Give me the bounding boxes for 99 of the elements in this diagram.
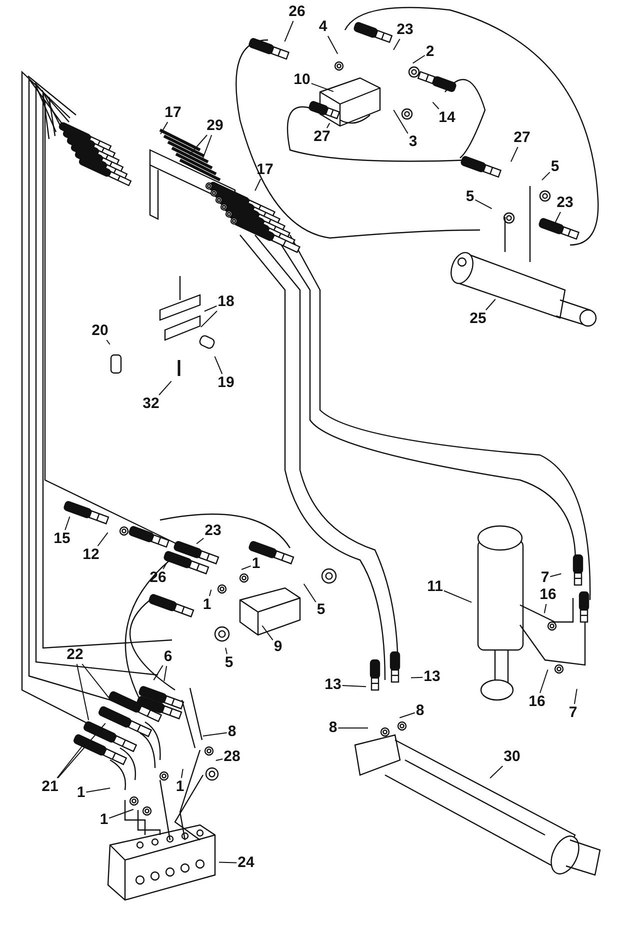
leader-line xyxy=(342,684,366,688)
callout-number: 26 xyxy=(288,4,306,20)
leader-line xyxy=(432,102,440,110)
callout-number: 29 xyxy=(206,118,224,134)
leader-line xyxy=(544,604,547,614)
leader-line xyxy=(160,122,168,134)
leader-line xyxy=(541,172,550,181)
leader-line xyxy=(76,664,90,721)
leader-line xyxy=(56,745,84,778)
callout-number: 13 xyxy=(324,677,342,693)
callout-number: 5 xyxy=(224,655,234,671)
callout-number: 5 xyxy=(316,602,326,618)
callout-number: 16 xyxy=(528,694,546,710)
leader-line xyxy=(108,808,134,819)
leader-line xyxy=(225,647,228,654)
callout-number: 32 xyxy=(142,396,160,412)
callout-number: 27 xyxy=(514,130,530,146)
callout-number: 1 xyxy=(202,597,212,613)
callout-number: 23 xyxy=(556,195,574,211)
leader-line xyxy=(327,36,338,54)
leader-line xyxy=(202,732,228,737)
leader-line xyxy=(284,20,294,42)
leader-line xyxy=(153,664,164,681)
callout-number: 2 xyxy=(426,44,434,60)
callout-number: 30 xyxy=(504,749,520,765)
leader-line xyxy=(393,110,408,134)
leader-line xyxy=(86,788,111,793)
leader-line xyxy=(485,298,496,310)
callout-number: 16 xyxy=(540,587,556,603)
callout-number: 1 xyxy=(76,785,86,801)
leader-line xyxy=(196,538,204,544)
callout-number: 12 xyxy=(82,547,100,563)
callout-number: 17 xyxy=(256,162,274,178)
callout-number: 5 xyxy=(466,189,474,205)
callout-number: 24 xyxy=(238,855,254,871)
leader-line xyxy=(412,54,426,64)
leader-line xyxy=(180,768,184,778)
callout-number: 8 xyxy=(416,703,424,719)
callout-number: 15 xyxy=(54,531,70,547)
callout-number: 1 xyxy=(176,779,184,795)
callout-number: 25 xyxy=(470,311,486,327)
leader-line xyxy=(200,310,218,328)
callout-number: 22 xyxy=(66,647,84,663)
callout-number: 7 xyxy=(540,570,550,586)
leader-line xyxy=(57,722,106,778)
leader-line xyxy=(510,146,518,162)
leader-line xyxy=(218,862,238,864)
callout-number: 5 xyxy=(550,159,560,175)
leader-line xyxy=(189,134,208,156)
leader-line xyxy=(214,356,223,374)
leader-line xyxy=(204,306,218,312)
leader-line xyxy=(164,666,168,682)
leader-line xyxy=(393,38,400,50)
callout-number: 21 xyxy=(42,779,58,795)
callout-number: 3 xyxy=(408,134,418,150)
callout-number: 9 xyxy=(274,639,282,655)
callout-number: 20 xyxy=(92,323,108,339)
callout-number: 1 xyxy=(100,812,108,828)
callout-number: 7 xyxy=(568,705,578,721)
leader-line xyxy=(410,676,424,678)
leader-line xyxy=(82,664,110,698)
leader-line xyxy=(540,669,548,694)
leader-line xyxy=(262,625,274,641)
leader-line xyxy=(158,380,172,396)
leader-line xyxy=(310,82,334,92)
callout-number: 1 xyxy=(252,556,260,572)
leader-line xyxy=(202,134,212,160)
callout-number: 6 xyxy=(164,649,172,665)
leader-line xyxy=(550,573,562,578)
callout-number: 14 xyxy=(438,110,456,126)
callout-number: 8 xyxy=(328,720,338,736)
callout-number: 18 xyxy=(218,294,234,310)
leader-line xyxy=(208,589,212,596)
leader-line xyxy=(64,516,70,530)
callout-number: 13 xyxy=(424,669,440,685)
leader-line xyxy=(399,712,416,718)
leader-line xyxy=(215,758,224,762)
callout-number: 23 xyxy=(396,22,414,38)
leader-line xyxy=(443,590,472,603)
callout-number: 17 xyxy=(164,105,182,121)
leader-line xyxy=(303,583,316,603)
callout-number: 8 xyxy=(228,724,236,740)
callout-number: 11 xyxy=(427,579,443,595)
leader-line xyxy=(254,178,262,192)
leader-line xyxy=(326,122,330,128)
callout-number: 26 xyxy=(150,570,166,586)
leader-line xyxy=(574,688,578,704)
callout-number: 10 xyxy=(294,72,310,88)
leader-line xyxy=(241,565,252,570)
callout-number: 27 xyxy=(314,129,330,145)
callout-number: 23 xyxy=(204,523,222,539)
callout-number: 4 xyxy=(318,19,328,35)
leader-line xyxy=(162,562,168,570)
leader-line xyxy=(97,532,108,546)
callout-number: 19 xyxy=(218,375,234,391)
callout-number: 28 xyxy=(224,749,240,765)
leader-line xyxy=(490,766,504,779)
leader-line xyxy=(474,199,492,210)
leader-line xyxy=(106,340,110,345)
